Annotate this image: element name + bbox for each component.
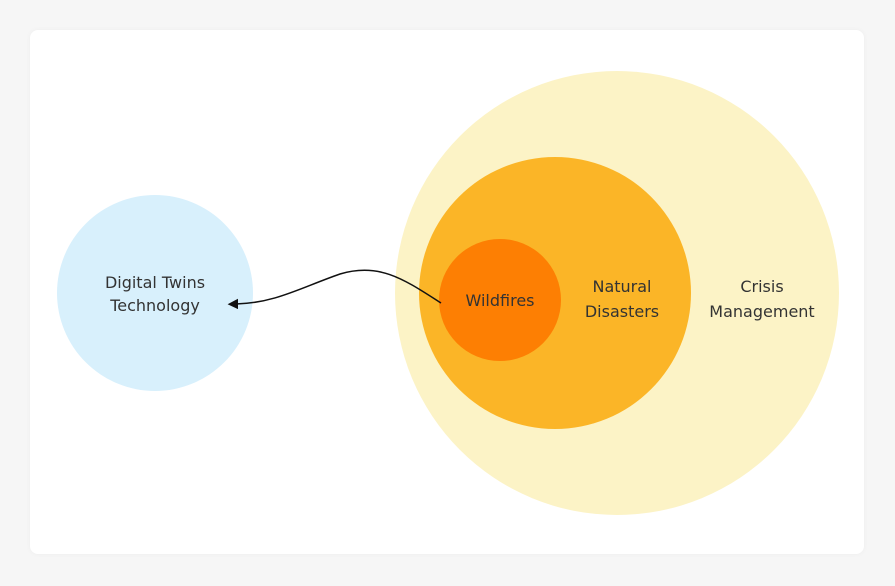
connector-arrow (227, 269, 442, 310)
wildfires-label: Wildfires (466, 291, 535, 310)
digital-twins-label-line2: Technology (109, 296, 200, 315)
digital-twins-label-line1: Digital Twins (105, 273, 205, 292)
digital-twins-circle (57, 195, 253, 391)
natural-disasters-label-line1: Natural (592, 277, 651, 296)
crisis-management-label-line2: Management (709, 302, 814, 321)
wildfires-circle (439, 239, 561, 361)
natural-disasters-label-line2: Disasters (585, 302, 659, 321)
crisis-management-label-line1: Crisis (740, 277, 783, 296)
